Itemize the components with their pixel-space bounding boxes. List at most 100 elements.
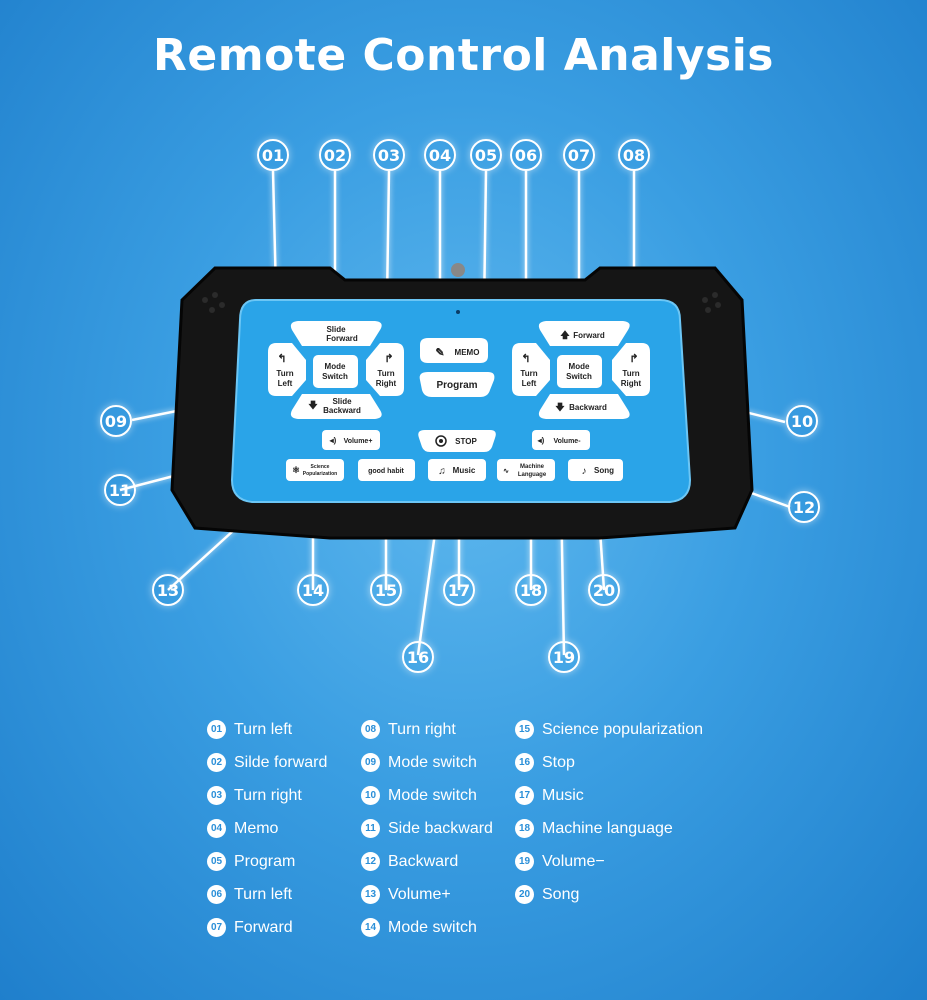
svg-text:Switch: Switch [566,372,592,381]
callout-17: 17 [443,574,475,606]
stop-icon [435,435,447,447]
callout-04: 04 [424,139,456,171]
good-habit-button[interactable]: good habit [358,459,415,481]
callout-12: 12 [788,491,820,523]
callout-03: 03 [373,139,405,171]
science-popularization-button[interactable]: ⚛ Science Popularization [286,459,344,481]
callout-15: 15 [370,574,402,606]
svg-text:Machine: Machine [520,464,545,470]
svg-text:Right: Right [376,379,397,388]
callout-06: 06 [510,139,542,171]
callout-14: 14 [297,574,329,606]
remote-buttons: Slide Forward ↰ Turn Left Mode Switch ↱ … [268,321,650,481]
svg-text:Turn: Turn [377,369,394,378]
svg-text:Volume+: Volume+ [344,438,373,445]
antenna-knob [451,263,465,277]
music-note-icon: ♪ [582,466,587,477]
svg-text:Program: Program [436,380,477,391]
music-button[interactable]: ♫ Music [428,459,486,481]
volume-minus-button[interactable]: ◂) Volume- [532,430,590,450]
callout-13: 13 [152,574,184,606]
callout-02: 02 [319,139,351,171]
callout-07: 07 [563,139,595,171]
svg-text:Switch: Switch [322,372,348,381]
mode-switch-button-b[interactable]: Mode Switch [557,355,602,388]
backward-button[interactable]: 🡇 Backward [538,394,630,419]
callout-05: 05 [470,139,502,171]
svg-text:Left: Left [278,379,293,388]
svg-text:Right: Right [621,379,642,388]
svg-text:STOP: STOP [455,437,477,446]
song-button[interactable]: ♪ Song [568,459,623,481]
callout-20: 20 [588,574,620,606]
svg-text:Turn: Turn [622,369,639,378]
callout-01: 01 [257,139,289,171]
turn-right-icon: ↱ [629,353,638,365]
arrow-down-icon: 🡇 [555,402,565,412]
page-title: Remote Control Analysis [153,30,774,81]
callout-11: 11 [104,474,136,506]
volume-plus-button[interactable]: ◂) Volume+ [322,430,380,450]
turn-right-button-b[interactable]: ↱ Turn Right [612,343,650,396]
arrow-down-icon: 🡇 [308,400,318,410]
svg-text:Forward: Forward [326,334,358,343]
svg-text:Turn: Turn [520,369,537,378]
stop-button[interactable]: STOP [418,430,496,452]
turn-right-button-a[interactable]: ↱ Turn Right [366,343,404,396]
callout-18: 18 [515,574,547,606]
turn-left-button-a[interactable]: ↰ Turn Left [268,343,306,396]
svg-text:Science: Science [311,464,330,470]
slide-backward-button[interactable]: 🡇 Slide Backward [290,394,382,419]
callout-19: 19 [548,641,580,673]
atom-icon: ⚛ [292,465,300,475]
svg-text:Volume-: Volume- [553,438,581,445]
svg-text:good habit: good habit [368,468,404,475]
arrow-up-icon: 🡅 [560,330,570,340]
guitar-icon: ♫ [438,466,446,477]
svg-text:Mode: Mode [325,362,346,371]
remote-panel [230,299,692,503]
slide-forward-button[interactable]: Slide Forward [290,321,382,346]
svg-text:Popularization: Popularization [303,471,337,477]
forward-button[interactable]: 🡅 Forward [538,321,630,346]
memo-icon: ✎ [435,347,444,359]
svg-text:Slide: Slide [326,325,346,334]
callout-10: 10 [786,405,818,437]
speaker-icon: ◂) [537,436,545,445]
svg-text:Forward: Forward [573,331,605,340]
memo-button[interactable]: ✎ MEMO [420,338,488,363]
svg-text:MEMO: MEMO [455,348,480,357]
svg-text:Backward: Backward [323,406,361,415]
callout-08: 08 [618,139,650,171]
program-button[interactable]: Program [419,372,495,397]
turn-left-icon: ↰ [521,353,530,365]
callout-16: 16 [402,641,434,673]
turn-left-button-b[interactable]: ↰ Turn Left [512,343,550,396]
machine-language-button[interactable]: ∿ Machine Language [497,459,555,481]
turn-left-icon: ↰ [277,353,286,365]
svg-text:Left: Left [522,379,537,388]
svg-text:Song: Song [594,466,614,475]
mode-switch-button-a[interactable]: Mode Switch [313,355,358,388]
callout-09: 09 [100,405,132,437]
